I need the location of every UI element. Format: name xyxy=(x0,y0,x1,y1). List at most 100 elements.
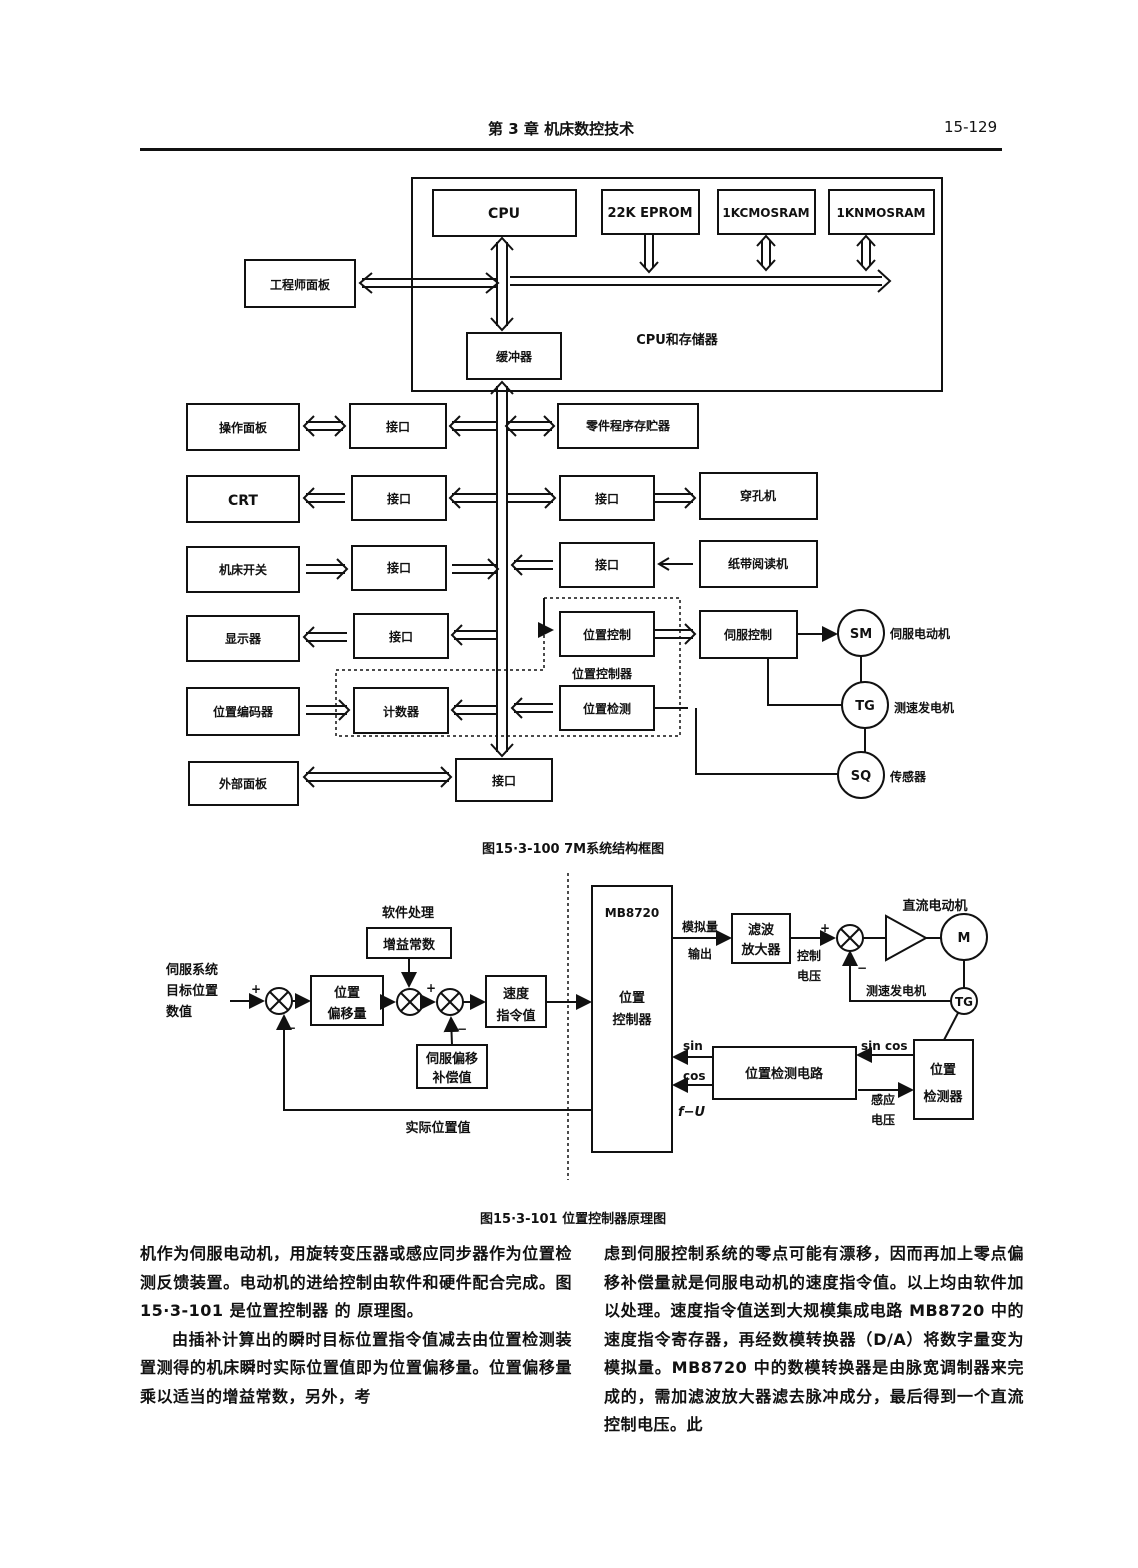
interface-label-1: 接口 xyxy=(386,419,410,434)
plus-sign-2: + xyxy=(426,981,436,995)
left-paragraph-2: 由插补计算出的瞬时目标位置指令值减去由位置检测装置测得的机床瞬时实际位置值即为位… xyxy=(140,1329,572,1406)
control-voltage-line2: 电压 xyxy=(797,968,821,983)
operator-panel-box xyxy=(186,403,300,451)
header-rule xyxy=(140,148,1002,151)
interface-box-6 xyxy=(353,613,449,659)
position-controller-label: 位置控制器 xyxy=(572,666,633,681)
tacho-label-2: 测速发电机 xyxy=(866,983,926,998)
servo-target-line1: 伺服系统 xyxy=(165,962,218,978)
servo-control-box xyxy=(699,610,798,659)
induced-voltage-line2: 电压 xyxy=(871,1112,895,1127)
position-detect-box xyxy=(559,685,655,731)
pos-detect-circuit-box xyxy=(712,1046,857,1100)
servo-target-line2: 目标位置 xyxy=(166,983,218,999)
position-encoder-label: 位置编码器 xyxy=(213,704,274,719)
actual-position-label: 实际位置值 xyxy=(405,1120,470,1136)
cpu-group-label: CPU和存储器 xyxy=(636,332,719,348)
analog-output-line1: 模拟量 xyxy=(682,919,718,934)
position-encoder-box xyxy=(186,687,300,736)
machine-switch-label: 机床开关 xyxy=(219,562,267,577)
nmos-ram-label: 1KNMOSRAM xyxy=(837,206,926,220)
analog-output-line2: 输出 xyxy=(688,946,712,961)
sensor-sq-circle xyxy=(837,751,885,799)
cpu-label: CPU xyxy=(488,206,520,222)
page-number: 15-129 xyxy=(944,118,998,136)
tape-reader-box xyxy=(699,540,818,588)
pos-detect-circuit-label: 位置检测电路 xyxy=(745,1066,824,1082)
external-panel-box xyxy=(188,761,299,806)
servo-motor-label: 伺服电动机 xyxy=(889,626,950,641)
pos-detector-line1: 位置 xyxy=(930,1062,956,1078)
filter-amp-line2: 放大器 xyxy=(740,942,781,958)
servo-comp-line1: 伺服偏移 xyxy=(425,1051,478,1067)
m-label: M xyxy=(958,931,971,946)
interface-label-6: 接口 xyxy=(389,629,413,644)
sensor-label: 传感器 xyxy=(889,769,927,784)
machine-switch-box xyxy=(186,546,300,593)
part-program-memory-label: 零件程序存贮器 xyxy=(585,418,671,433)
sin-label-left: sin xyxy=(683,1039,703,1053)
position-offset-box xyxy=(310,975,384,1026)
figure-position-controller-diagram: 伺服系统 目标位置 数值 + − 位置 偏移量 软件处理 增益常数 + − 伺服… xyxy=(165,873,988,1180)
buffer-label: 缓冲器 xyxy=(496,349,533,364)
position-detect-label: 位置检测 xyxy=(583,701,631,716)
amplifier-triangle xyxy=(885,914,929,962)
control-voltage-line1: 控制 xyxy=(797,948,821,963)
position-control-label: 位置控制 xyxy=(583,627,631,642)
chapter-title: 第 3 章 机床数控技术 xyxy=(488,120,635,138)
sin-cos-label-right: sin cos xyxy=(861,1039,907,1053)
dc-motor-label: 直流电动机 xyxy=(902,898,967,914)
interface-label-3: 接口 xyxy=(595,491,619,506)
speed-command-box xyxy=(485,975,547,1028)
position-offset-line1: 位置 xyxy=(334,985,360,1001)
crt-box xyxy=(186,475,300,523)
interface-box-3 xyxy=(559,475,655,521)
nmos-ram-box xyxy=(828,189,935,235)
pos-controller-line2: 控制器 xyxy=(612,1012,652,1028)
plus-sign-3: + xyxy=(820,921,830,935)
pos-detector-box xyxy=(913,1039,974,1120)
mb8720-label: MB8720 xyxy=(605,906,660,920)
operator-panel-label: 操作面板 xyxy=(219,420,268,435)
cpu-box xyxy=(432,189,577,237)
engineer-panel-box xyxy=(244,259,356,308)
position-control-box xyxy=(559,611,655,657)
filter-amp-line1: 滤波 xyxy=(748,922,775,938)
software-processing-label: 软件处理 xyxy=(382,905,434,921)
interface-box-1 xyxy=(349,403,447,449)
minus-sign-3: − xyxy=(857,961,867,975)
tg-label: TG xyxy=(855,699,875,714)
minus-sign-2: − xyxy=(457,1022,467,1036)
interface-box-7 xyxy=(455,758,553,802)
interface-label-7: 接口 xyxy=(492,773,516,788)
tg-label-2: TG xyxy=(955,995,973,1009)
f-u-label: f−U xyxy=(678,1105,706,1120)
counter-box xyxy=(353,687,449,734)
pos-detector-line2: 检测器 xyxy=(923,1089,963,1105)
sm-label: SM xyxy=(850,627,872,642)
body-left-column: 机作为伺服电动机，用旋转变压器或感应同步器作为位置检测反馈装置。电动机的进给控制… xyxy=(140,1240,572,1411)
right-paragraph-1: 虑到伺服控制系统的零点可能有漂移，因而再加上零点偏移补偿量就是伺服电动机的速度指… xyxy=(604,1244,1024,1434)
sq-label: SQ xyxy=(851,769,871,784)
filter-amp-box xyxy=(731,913,791,964)
figure1-caption: 图15·3-100 7M系统结构框图 xyxy=(482,842,665,857)
cos-label-left: cos xyxy=(683,1069,706,1083)
speed-command-line2: 指令值 xyxy=(496,1008,535,1024)
tape-reader-label: 纸带阅读机 xyxy=(728,556,788,571)
cmos-ram-label: 1KCMOSRAM xyxy=(722,206,809,220)
interface-box-4 xyxy=(351,545,447,591)
external-panel-label: 外部面板 xyxy=(219,776,268,791)
engineer-panel-label: 工程师面板 xyxy=(270,277,331,292)
cmos-ram-box xyxy=(717,189,816,235)
buffer-box xyxy=(466,332,562,380)
counter-label: 计数器 xyxy=(383,704,420,719)
figure2-caption: 图15·3-101 位置控制器原理图 xyxy=(480,1212,667,1227)
servo-comp-line2: 补偿值 xyxy=(431,1070,471,1086)
interface-label-2: 接口 xyxy=(387,491,411,506)
left-paragraph-1: 机作为伺服电动机，用旋转变压器或感应同步器作为位置检测反馈装置。电动机的进给控制… xyxy=(140,1244,572,1320)
eprom-box xyxy=(601,189,700,235)
interface-box-5 xyxy=(559,542,655,588)
servo-control-label: 伺服控制 xyxy=(723,627,772,642)
position-controller-outline xyxy=(335,597,681,737)
interface-label-4: 接口 xyxy=(387,560,411,575)
